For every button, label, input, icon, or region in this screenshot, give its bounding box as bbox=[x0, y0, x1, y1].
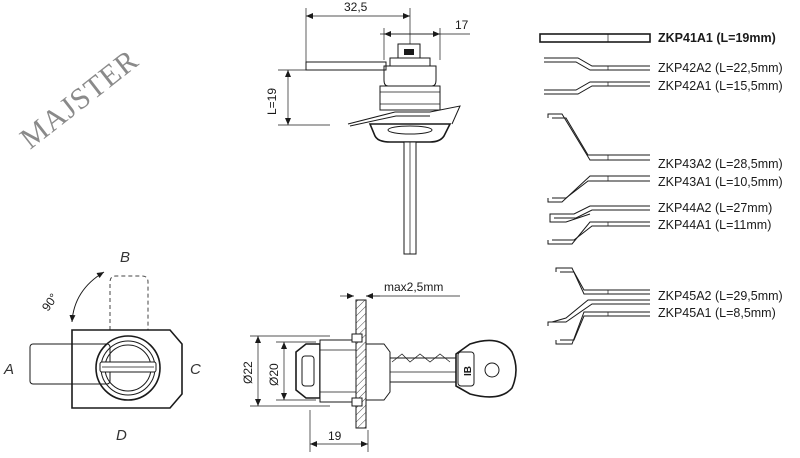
dim-panel: max2,5mm bbox=[384, 280, 443, 294]
position-c: C bbox=[190, 361, 201, 378]
cam-label-4: ZKP43A1 (L=10,5mm) bbox=[658, 175, 783, 189]
watermark: MAJSTER bbox=[14, 43, 145, 155]
cam-list: ZKP41A1 (L=19mm) ZKP42A2 (L=22,5mm) ZKP4… bbox=[539, 31, 783, 345]
side-view: max2,5mm Ø22 Ø20 19 bbox=[241, 280, 517, 452]
dim-width: 32,5 bbox=[344, 0, 368, 14]
position-d: D bbox=[116, 427, 127, 444]
top-view: 32,5 17 L=19 bbox=[265, 0, 470, 255]
cam-label-7: ZKP45A2 (L=29,5mm) bbox=[658, 289, 783, 303]
position-b: B bbox=[120, 249, 130, 266]
cam-label-3: ZKP43A2 (L=28,5mm) bbox=[658, 157, 783, 171]
dim-depth: 19 bbox=[328, 429, 342, 443]
rotation-label: 90° bbox=[39, 291, 61, 314]
cam-label-0: ZKP41A1 (L=19mm) bbox=[658, 31, 776, 45]
cam-label-2: ZKP42A1 (L=15,5mm) bbox=[658, 79, 783, 93]
front-view: B 90° A C D bbox=[3, 249, 201, 444]
cam-label-8: ZKP45A1 (L=8,5mm) bbox=[658, 306, 776, 320]
dim-outer-diameter: Ø22 bbox=[241, 361, 255, 384]
key-marking: IB bbox=[463, 366, 474, 376]
dim-inner-diameter: Ø20 bbox=[267, 363, 281, 386]
position-a: A bbox=[3, 361, 14, 378]
dim-length: L=19 bbox=[265, 88, 279, 115]
cam-label-1: ZKP42A2 (L=22,5mm) bbox=[658, 61, 783, 75]
dim-right: 17 bbox=[455, 18, 469, 32]
cam-label-5: ZKP44A2 (L=27mm) bbox=[658, 201, 772, 215]
cam-label-6: ZKP44A1 (L=11mm) bbox=[658, 218, 771, 232]
